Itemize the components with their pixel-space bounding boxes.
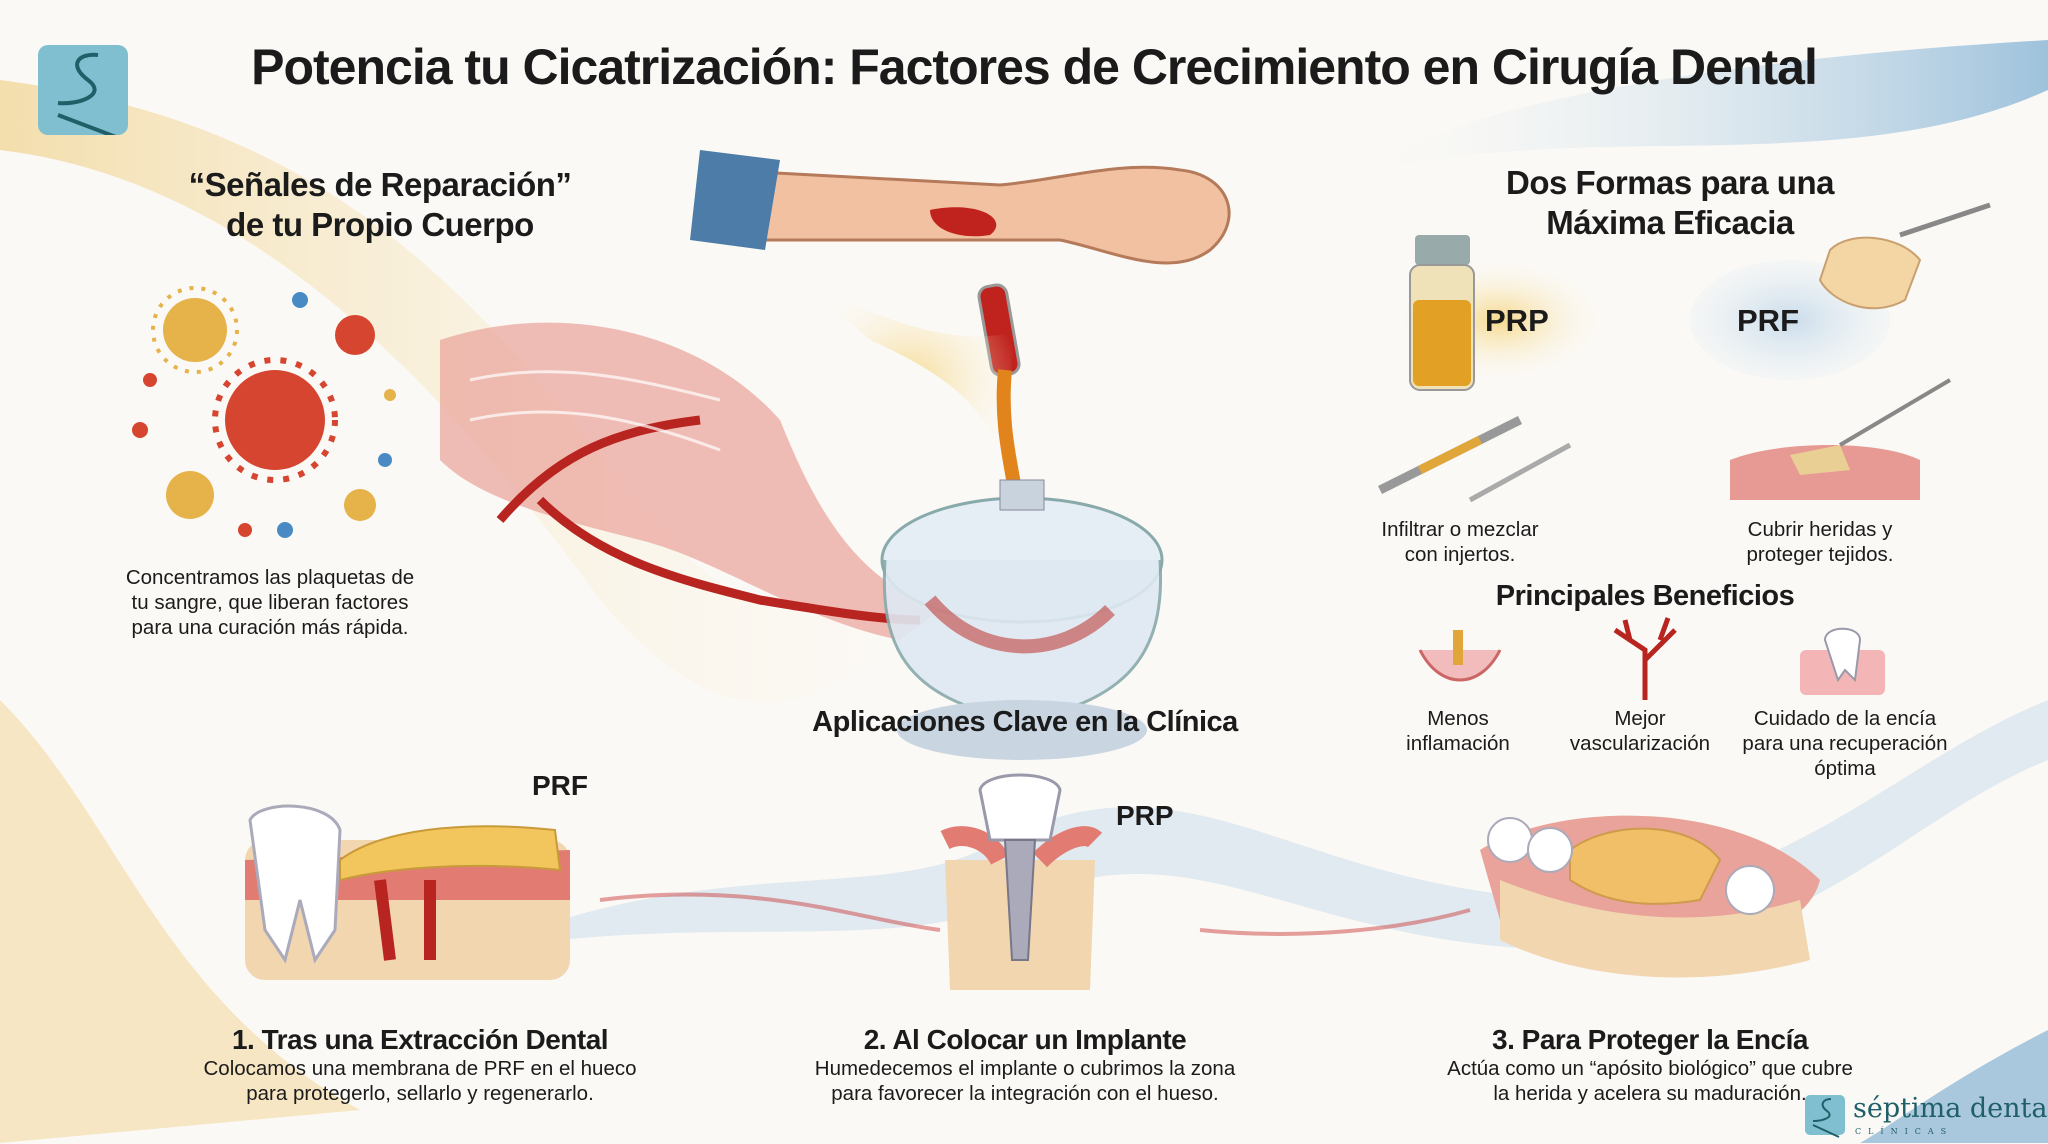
benefit-item: Mejor vascularización bbox=[1560, 706, 1720, 756]
benefit-line: inflamación bbox=[1406, 732, 1510, 755]
prp-vial-illustration bbox=[1409, 235, 1475, 391]
step-1: 1. Tras una Extracción Dental Colocamos … bbox=[170, 1024, 670, 1106]
brand-logo-icon bbox=[38, 45, 128, 139]
brand-footer: séptima dental CLÍNICAS bbox=[1805, 1093, 2048, 1141]
brand-logo-icon bbox=[1805, 1095, 1845, 1138]
benefit-line: óptima bbox=[1814, 757, 1876, 780]
signals-heading: “Señales de Reparación” de tu Propio Cue… bbox=[180, 165, 580, 245]
signals-heading-line: “Señales de Reparación” bbox=[188, 166, 572, 203]
prf-description-line: proteger tejidos. bbox=[1746, 543, 1894, 566]
tooth-gum-icon bbox=[1800, 627, 1885, 695]
prf-membrane-illustration bbox=[1818, 236, 1922, 310]
centrifuge-illustration bbox=[880, 479, 1164, 760]
benefit-line: para una recuperación bbox=[1742, 732, 1948, 755]
brand-name: séptima dental bbox=[1853, 1093, 2048, 1124]
platelet-cells-illustration bbox=[132, 286, 396, 538]
applications-heading: Aplicaciones Clave en la Clínica bbox=[812, 706, 1238, 738]
step-2: 2. Al Colocar un Implante Humedecemos el… bbox=[775, 1024, 1275, 1106]
prp-description-line: con injertos. bbox=[1404, 543, 1516, 566]
forms-heading: Dos Formas para una Máxima Eficacia bbox=[1470, 163, 1870, 243]
page-title: Potencia tu Cicatrización: Factores de C… bbox=[251, 39, 1818, 95]
step-text-line: la herida y acelera su maduración. bbox=[1493, 1082, 1807, 1105]
benefit-line: Cuidado de la encía bbox=[1753, 707, 1937, 730]
implant-illustration bbox=[940, 773, 1103, 990]
signals-text-line: para una curación más rápida. bbox=[131, 616, 409, 639]
extraction-illustration bbox=[245, 804, 570, 980]
step-text-line: para favorecer la integración con el hue… bbox=[831, 1082, 1219, 1105]
step2-prp-tag: PRP bbox=[1116, 800, 1174, 831]
forms-heading-line: Máxima Eficacia bbox=[1546, 204, 1794, 241]
signals-text: Concentramos las plaquetas de tu sangre,… bbox=[90, 565, 450, 640]
vascularization-icon bbox=[1613, 617, 1677, 700]
forms-heading-line: Dos Formas para una bbox=[1506, 164, 1834, 201]
step-title: 1. Tras una Extracción Dental bbox=[231, 1024, 609, 1055]
prp-label: PRP bbox=[1485, 303, 1549, 338]
prf-label: PRF bbox=[1737, 303, 1799, 338]
benefit-item: Menos inflamación bbox=[1378, 706, 1538, 756]
benefit-line: Mejor bbox=[1614, 707, 1666, 730]
prp-description: Infiltrar o mezclar con injertos. bbox=[1360, 517, 1560, 567]
step-text-line: Actúa como un “apósito biológico” que cu… bbox=[1447, 1057, 1853, 1080]
signals-text-line: Concentramos las plaquetas de bbox=[125, 566, 415, 589]
step-3: 3. Para Proteger la Encía Actúa como un … bbox=[1400, 1024, 1900, 1106]
benefit-line: vascularización bbox=[1569, 732, 1711, 755]
step-text-line: Humedecemos el implante o cubrimos la zo… bbox=[814, 1057, 1236, 1080]
step-title: 3. Para Proteger la Encía bbox=[1492, 1024, 1808, 1055]
step1-prf-tag: PRF bbox=[532, 770, 588, 801]
step-title: 2. Al Colocar un Implante bbox=[863, 1024, 1187, 1055]
step-text-line: Colocamos una membrana de PRF en el huec… bbox=[203, 1057, 637, 1080]
step-text-line: para protegerlo, sellarlo y regenerarlo. bbox=[246, 1082, 594, 1105]
benefit-line: Menos bbox=[1427, 707, 1489, 730]
signals-heading-line: de tu Propio Cuerpo bbox=[226, 206, 534, 243]
signals-text-line: tu sangre, que liberan factores bbox=[131, 591, 409, 614]
gum-protection-illustration bbox=[1480, 815, 1820, 978]
inflammation-icon bbox=[1418, 630, 1502, 682]
benefits-heading: Principales Beneficios bbox=[1495, 580, 1795, 612]
brand-sub: CLÍNICAS bbox=[1855, 1127, 1954, 1136]
prf-description-line: Cubrir heridas y bbox=[1747, 518, 1893, 541]
prf-description: Cubrir heridas y proteger tejidos. bbox=[1720, 517, 1920, 567]
prp-description-line: Infiltrar o mezclar bbox=[1381, 518, 1539, 541]
benefit-item: Cuidado de la encía para una recuperació… bbox=[1735, 706, 1955, 781]
